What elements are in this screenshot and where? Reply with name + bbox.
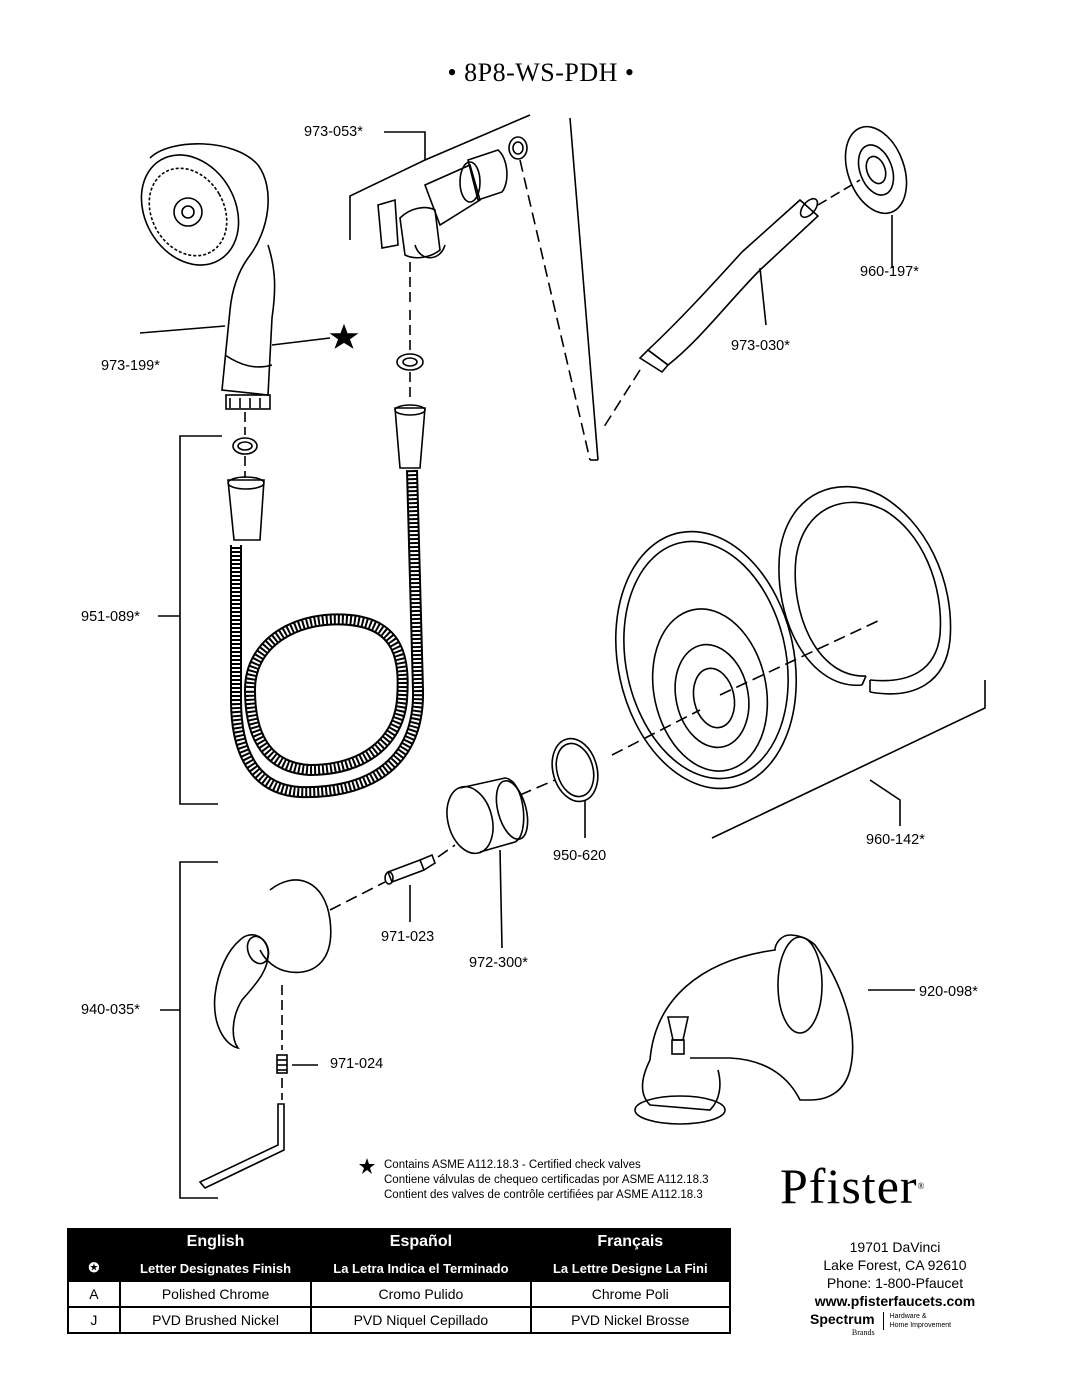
- table-row: A Polished Chrome Cromo Pulido Chrome Po…: [67, 1280, 732, 1308]
- callout-arm: 973-030*: [731, 338, 790, 354]
- o-ring-part: [551, 737, 599, 803]
- header-french: Français: [529, 1228, 732, 1256]
- callout-showerhead: 973-199*: [101, 358, 160, 374]
- spectrum-name: Spectrum: [810, 1311, 875, 1327]
- finish-english: PVD Brushed Nickel: [118, 1306, 313, 1334]
- table-row: J PVD Brushed Nickel PVD Niquel Cepillad…: [67, 1306, 732, 1334]
- finish-spanish: Cromo Pulido: [310, 1280, 532, 1308]
- address-line-2: Lake Forest, CA 92610: [823, 1257, 967, 1273]
- pfister-logo: Pfister®: [780, 1158, 926, 1214]
- header-english: English: [118, 1228, 313, 1256]
- set-screw-part: [276, 1054, 288, 1074]
- finish-table-subheader: ✪ Letter Designates Finish La Letra Indi…: [67, 1254, 732, 1282]
- finish-code: J: [67, 1306, 121, 1334]
- callout-spout: 920-098*: [919, 984, 978, 1000]
- stem-part: [384, 853, 436, 885]
- finish-table-header: English Español Français: [67, 1228, 732, 1256]
- subheader-english: Letter Designates Finish: [118, 1254, 313, 1282]
- callout-holder: 973-053*: [304, 124, 363, 140]
- company-address: 19701 DaVinci Lake Forest, CA 92610 Phon…: [800, 1238, 990, 1310]
- spectrum-tag-1: Hardware &: [889, 1313, 927, 1320]
- finish-french: PVD Nickel Brosse: [529, 1306, 732, 1334]
- header-spanish: Español: [310, 1228, 532, 1256]
- finish-english: Polished Chrome: [118, 1280, 313, 1308]
- hand-shower-part: [140, 143, 276, 410]
- finish-spanish: PVD Niquel Cepillado: [310, 1306, 532, 1334]
- handle-part: [213, 879, 332, 1050]
- note-spanish: Contiene válvulas de chequeo certificada…: [384, 1174, 709, 1186]
- model-number-title: • 8P8-WS-PDH •: [447, 58, 635, 87]
- callout-handle: 940-035*: [81, 1002, 140, 1018]
- logo-text: Pfister: [780, 1158, 918, 1214]
- callout-flange: 960-197*: [860, 264, 919, 280]
- finish-code: A: [67, 1280, 121, 1308]
- finish-french: Chrome Poli: [529, 1280, 732, 1308]
- address-line-1: 19701 DaVinci: [849, 1239, 941, 1255]
- website-link[interactable]: www.pfisterfaucets.com: [814, 1293, 976, 1309]
- sleeve-part: [446, 777, 529, 855]
- note-french: Contient des valves de contrôle certifié…: [384, 1189, 703, 1201]
- escutcheon-part: [614, 530, 798, 790]
- note-english: Contains ASME A112.18.3 - Certified chec…: [384, 1159, 641, 1171]
- gasket-part: [778, 485, 952, 695]
- subheader-french: La Lettre Designe La Fini: [529, 1254, 732, 1282]
- check-valve-note: Contains ASME A112.18.3 - Certified chec…: [359, 1158, 709, 1203]
- subheader-spanish: La Letra Indica el Terminado: [310, 1254, 532, 1282]
- callout-sleeve: 972-300*: [469, 955, 528, 971]
- hose-part: [227, 404, 426, 799]
- shower-arm-part: [638, 197, 820, 374]
- gear-icon: ✪: [67, 1254, 121, 1282]
- tub-spout-part: [634, 934, 854, 1125]
- spectrum-sub: Brands: [851, 1328, 875, 1337]
- spectrum-tag-2: Home Improvement: [889, 1322, 952, 1329]
- callout-stem: 971-023: [381, 929, 435, 945]
- phone-number: Phone: 1-800-Pfaucet: [826, 1275, 964, 1291]
- callout-oring: 950-620: [553, 848, 607, 864]
- shower-holder-part: [377, 149, 508, 259]
- callout-escutcheon: 960-142*: [866, 832, 925, 848]
- finish-table: English Español Français ✪ Letter Design…: [67, 1228, 732, 1334]
- star-icon: [359, 1158, 375, 1174]
- flange-part: [844, 125, 908, 215]
- callout-hose: 951-089*: [81, 609, 140, 625]
- header-blank: [67, 1228, 121, 1256]
- allen-wrench-part: [198, 1103, 285, 1189]
- callout-setscrew: 971-024: [330, 1056, 384, 1072]
